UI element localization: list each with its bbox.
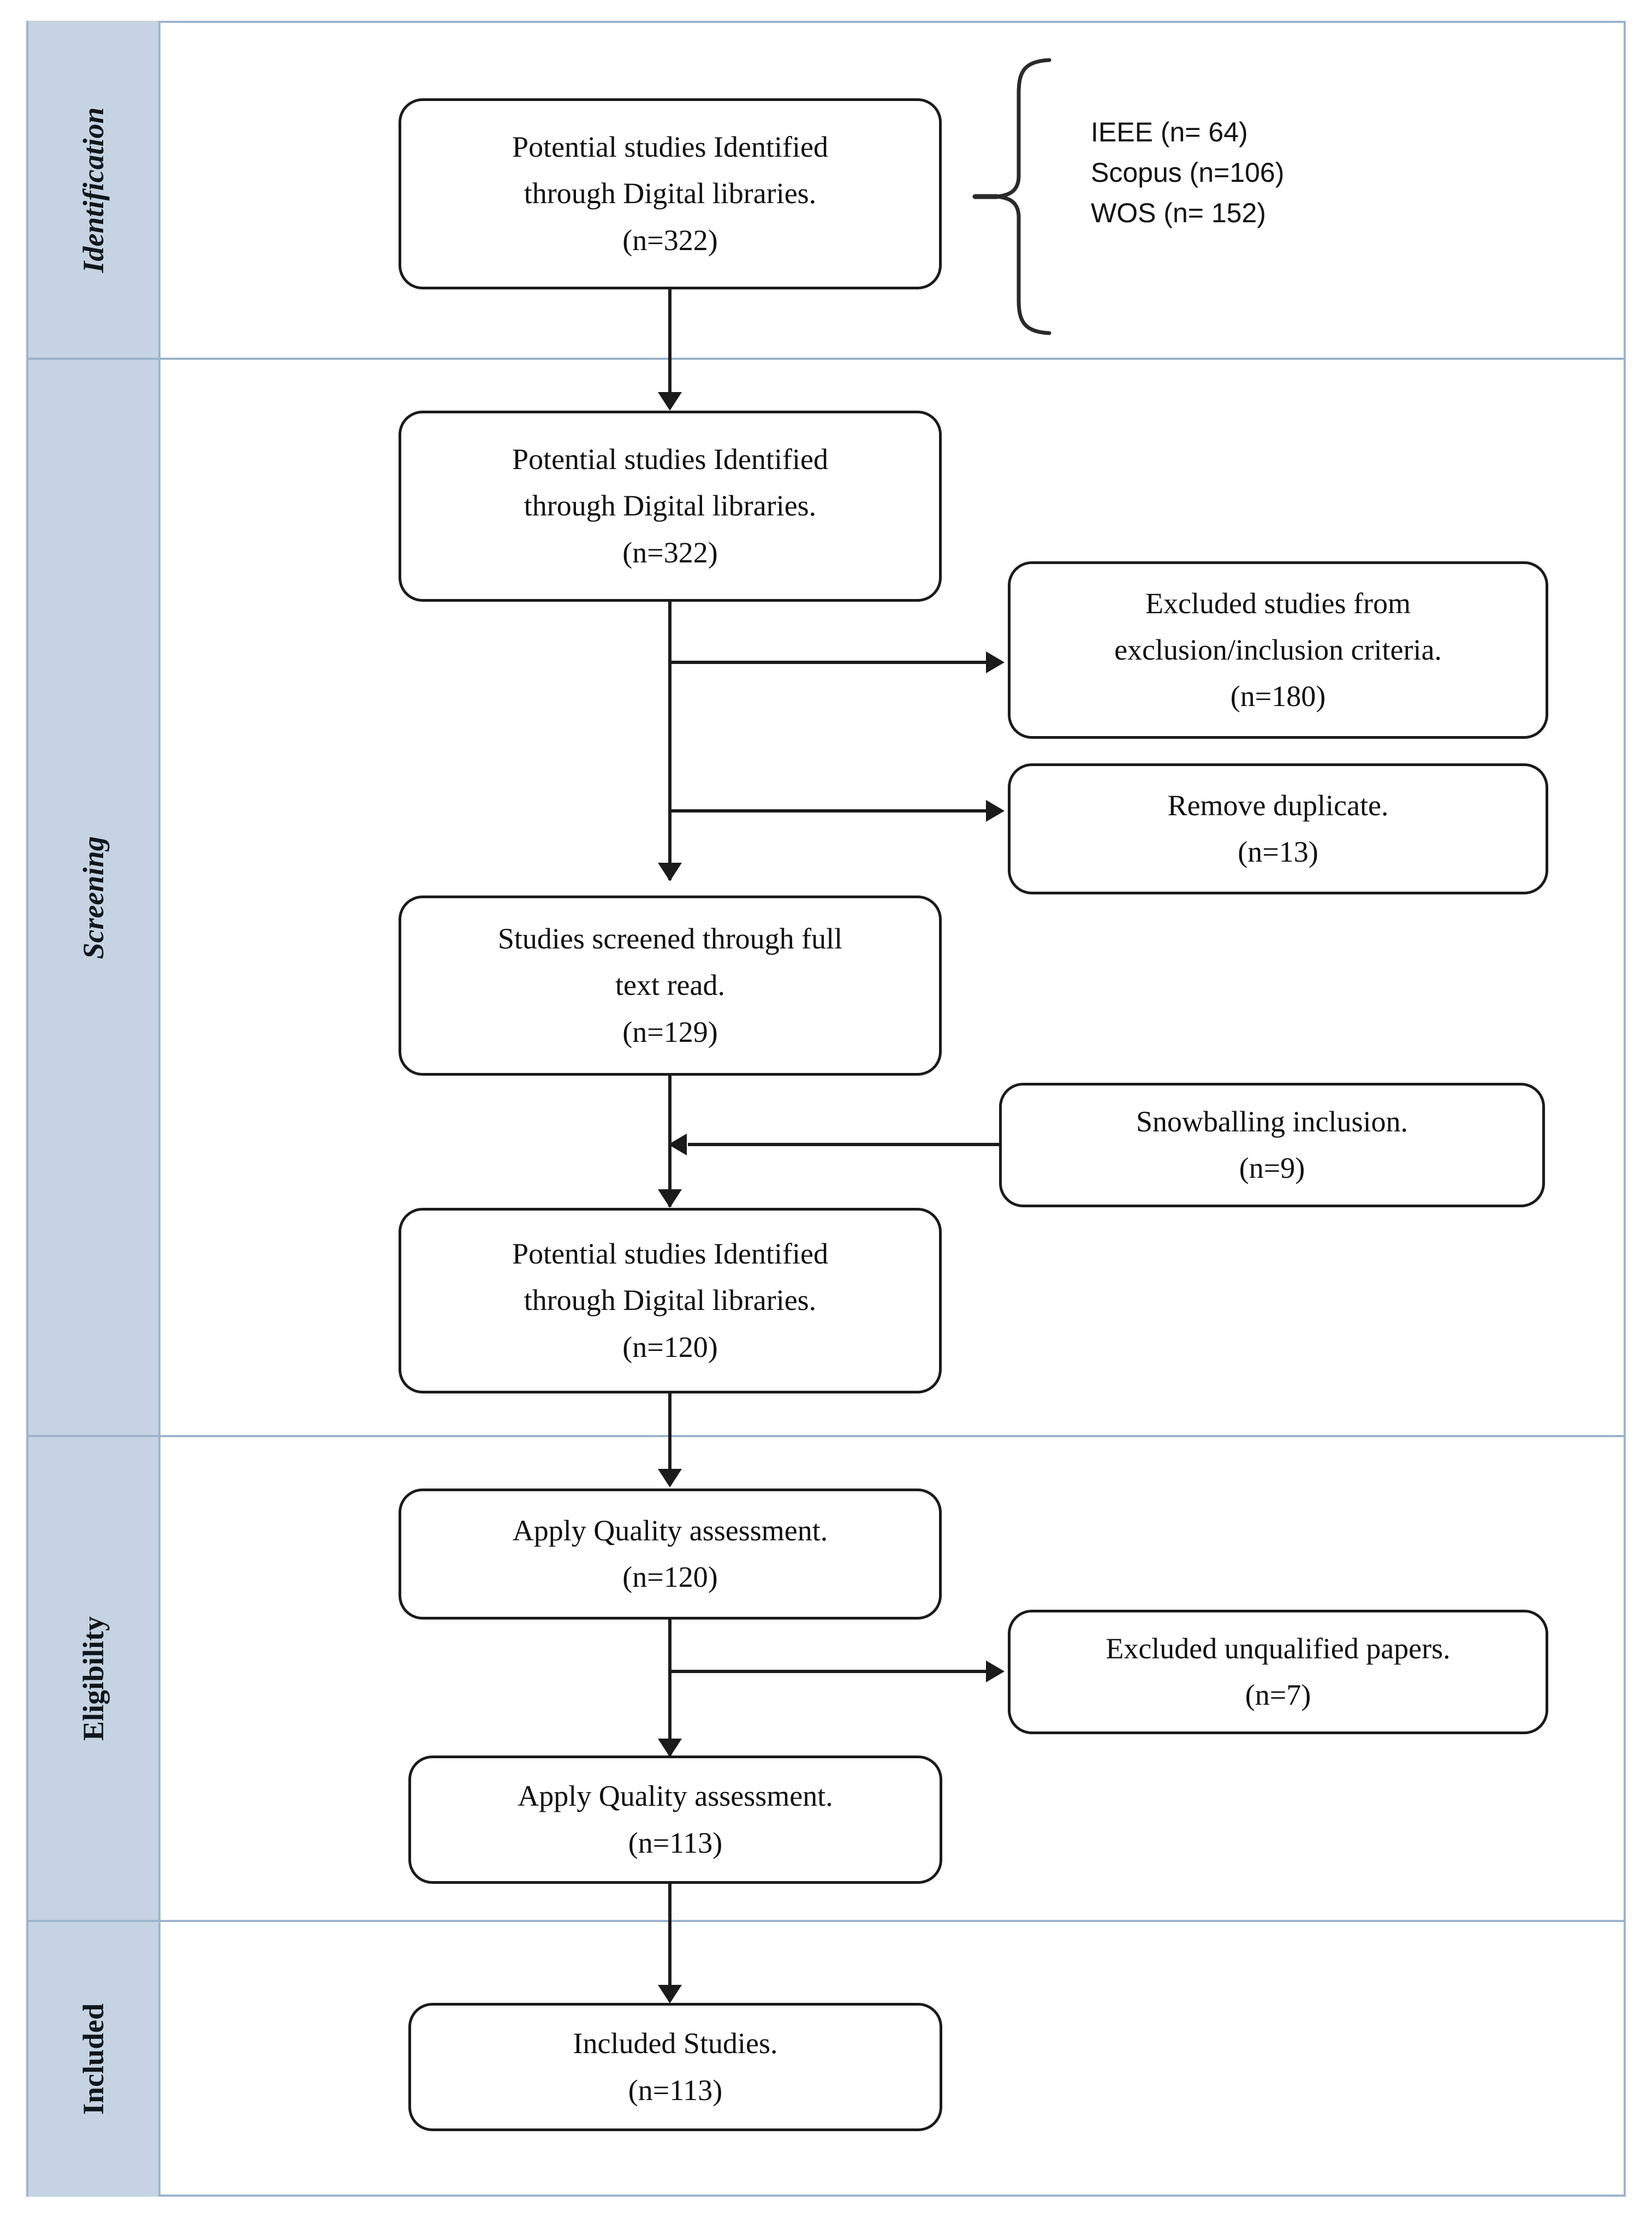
source-item-scopus: Scopus (n=106) bbox=[1091, 157, 1285, 188]
arrow-down-icon bbox=[658, 1189, 682, 1208]
stage-label-identification: Identification bbox=[77, 106, 110, 273]
node-line: text read. bbox=[615, 969, 725, 1002]
stage-band-screening: Screening bbox=[26, 359, 161, 1436]
stage-band-eligibility: Eligibility bbox=[26, 1436, 161, 1921]
node-line: Remove duplicate. bbox=[1167, 788, 1389, 822]
arrow-left-icon bbox=[668, 1134, 687, 1155]
node-line: (n=180) bbox=[1230, 680, 1326, 713]
stage-divider-1 bbox=[26, 358, 1626, 360]
node-apply-quality-assessment-2[interactable]: Apply Quality assessment. (n=113) bbox=[408, 1756, 942, 1884]
node-line: (n=9) bbox=[1239, 1152, 1305, 1184]
stage-label-screening: Screening bbox=[77, 835, 110, 959]
stage-divider-3 bbox=[26, 1920, 1626, 1922]
stage-band-identification: Identification bbox=[26, 21, 161, 359]
node-line: (n=7) bbox=[1245, 1679, 1311, 1711]
node-line: (n=13) bbox=[1238, 835, 1318, 868]
node-potential-studies-identified-1[interactable]: Potential studies Identified through Dig… bbox=[399, 98, 942, 289]
connector-branch-snowballing bbox=[688, 1143, 999, 1146]
stage-label-eligibility: Eligibility bbox=[77, 1616, 110, 1741]
node-line: (n=113) bbox=[628, 1826, 723, 1859]
node-line: through Digital libraries. bbox=[524, 177, 817, 210]
connector-branch bbox=[668, 809, 990, 813]
node-line: (n=120) bbox=[622, 1561, 718, 1593]
node-line: Snowballing inclusion. bbox=[1136, 1105, 1408, 1138]
node-line: Apply Quality assessment. bbox=[518, 1780, 833, 1813]
node-potential-studies-identified-3[interactable]: Potential studies Identified through Dig… bbox=[399, 1208, 942, 1393]
arrow-down-icon bbox=[658, 392, 682, 411]
node-line: Potential studies Identified bbox=[512, 131, 828, 164]
node-line: Excluded unqualified papers. bbox=[1106, 1632, 1451, 1665]
node-line: (n=129) bbox=[622, 1015, 718, 1048]
curly-brace-icon bbox=[972, 58, 1051, 335]
connector-trunk bbox=[668, 602, 672, 880]
node-included-studies[interactable]: Included Studies. (n=113) bbox=[408, 2003, 942, 2131]
arrow-right-icon bbox=[986, 1660, 1005, 1682]
source-item-ieee: IEEE (n= 64) bbox=[1091, 117, 1248, 147]
node-line: through Digital libraries. bbox=[524, 1284, 817, 1317]
node-line: Included Studies. bbox=[573, 2027, 778, 2060]
arrow-right-icon bbox=[986, 651, 1005, 673]
arrow-down-icon bbox=[658, 1739, 682, 1757]
node-line: exclusion/inclusion criteria. bbox=[1114, 633, 1442, 666]
connector-line bbox=[668, 289, 672, 399]
source-item-wos: WOS (n= 152) bbox=[1091, 198, 1266, 228]
arrow-down-icon bbox=[658, 1469, 682, 1487]
node-potential-studies-identified-2[interactable]: Potential studies Identified through Dig… bbox=[399, 411, 942, 602]
source-database-list: IEEE (n= 64) Scopus (n=106) WOS (n= 152) bbox=[1091, 112, 1284, 233]
stage-band-included: Included bbox=[26, 1921, 161, 2197]
connector-branch bbox=[668, 661, 990, 664]
node-line: (n=322) bbox=[622, 536, 718, 569]
node-snowballing-inclusion[interactable]: Snowballing inclusion. (n=9) bbox=[999, 1083, 1545, 1207]
arrow-right-icon bbox=[986, 800, 1005, 822]
node-line: (n=113) bbox=[628, 2073, 723, 2107]
node-excluded-unqualified-papers[interactable]: Excluded unqualified papers. (n=7) bbox=[1008, 1610, 1548, 1734]
connector-line bbox=[668, 1884, 672, 1993]
connector-line bbox=[668, 1393, 672, 1481]
node-line: (n=120) bbox=[622, 1330, 718, 1363]
connector-branch bbox=[668, 1670, 990, 1673]
node-line: Apply Quality assessment. bbox=[512, 1514, 828, 1547]
node-remove-duplicate[interactable]: Remove duplicate. (n=13) bbox=[1008, 763, 1548, 894]
node-excluded-studies-criteria[interactable]: Excluded studies from exclusion/inclusio… bbox=[1008, 561, 1548, 739]
node-line: Excluded studies from bbox=[1145, 586, 1411, 620]
stage-label-included: Included bbox=[77, 2003, 110, 2115]
arrow-down-icon bbox=[658, 863, 682, 881]
node-line: (n=322) bbox=[622, 223, 718, 257]
stage-divider-2 bbox=[26, 1435, 1626, 1437]
arrow-down-icon bbox=[658, 1985, 682, 2003]
node-studies-screened-fulltext[interactable]: Studies screened through full text read.… bbox=[399, 895, 942, 1076]
node-line: through Digital libraries. bbox=[524, 489, 817, 523]
node-line: Potential studies Identified bbox=[512, 443, 828, 476]
node-apply-quality-assessment-1[interactable]: Apply Quality assessment. (n=120) bbox=[399, 1488, 942, 1620]
connector-trunk bbox=[668, 1620, 672, 1756]
node-line: Potential studies Identified bbox=[512, 1237, 828, 1271]
node-line: Studies screened through full bbox=[497, 922, 843, 956]
